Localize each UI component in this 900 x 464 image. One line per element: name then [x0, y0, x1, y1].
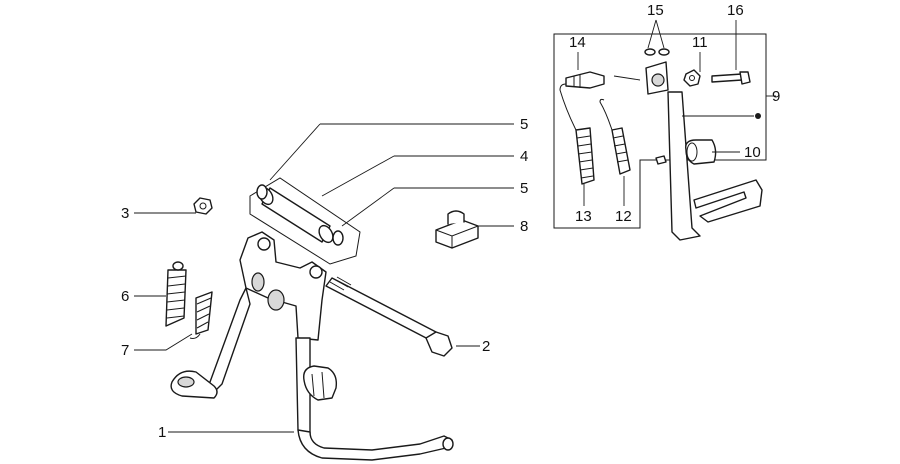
- nut: [193, 197, 213, 215]
- callout-15: 15: [647, 2, 664, 19]
- leader-dot: [755, 113, 761, 119]
- callout-8: 8: [520, 218, 528, 235]
- callout-10: 10: [744, 144, 761, 161]
- callout-5-top: 5: [520, 116, 528, 133]
- springs-left: [165, 261, 213, 339]
- callout-11: 11: [692, 34, 708, 51]
- callout-9: 9: [772, 88, 780, 105]
- callout-5-bottom: 5: [520, 180, 528, 197]
- callout-14: 14: [569, 34, 586, 51]
- side-stand-kit: [553, 33, 767, 241]
- callout-4: 4: [520, 148, 528, 165]
- pivot-shaft-group: [249, 177, 361, 265]
- rubber-block: [435, 210, 479, 249]
- leader-lines: [134, 19, 776, 433]
- callout-numbers: 1 2 3 4 5 5 6 7 8 9 10 11 12 13 14 15 16: [121, 2, 780, 441]
- callout-3: 3: [121, 205, 129, 222]
- callout-6: 6: [121, 288, 129, 305]
- callout-1: 1: [158, 424, 166, 441]
- callout-7: 7: [121, 342, 129, 359]
- callout-13: 13: [575, 208, 592, 225]
- center-stand: [170, 231, 454, 461]
- callout-12: 12: [615, 208, 632, 225]
- callout-16: 16: [727, 2, 744, 19]
- long-bolt: [325, 276, 453, 357]
- callout-2: 2: [482, 338, 490, 355]
